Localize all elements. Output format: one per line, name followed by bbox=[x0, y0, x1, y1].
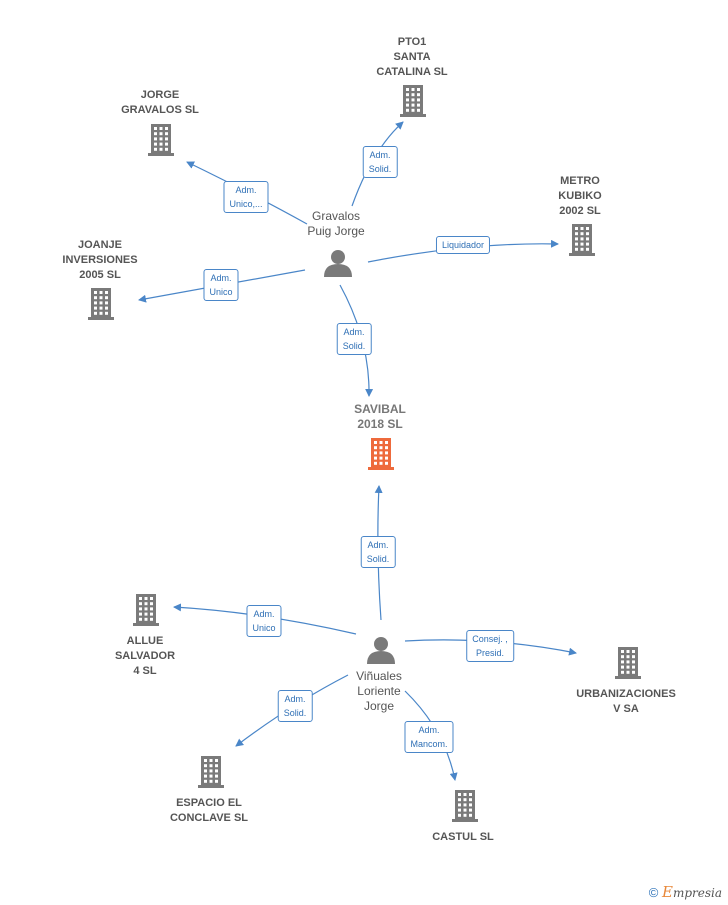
building-icon-pto1[interactable] bbox=[400, 85, 426, 117]
edge-label-castul[interactable]: Adm. Mancom. bbox=[404, 721, 454, 753]
edge-label-joanje[interactable]: Adm. Unico bbox=[203, 269, 239, 301]
footer-brand[interactable]: © Empresia bbox=[649, 883, 722, 901]
building-icon-allue[interactable] bbox=[133, 594, 159, 626]
edge-label-espacio[interactable]: Adm. Solid. bbox=[277, 690, 313, 722]
person-icon-vinuales_person[interactable] bbox=[367, 637, 395, 664]
node-label-metro_kubiko[interactable]: METRO KUBIKO 2002 SL bbox=[558, 175, 602, 217]
person-icon-gravalos_person[interactable] bbox=[324, 250, 352, 277]
brand-logo: Empresia bbox=[661, 883, 722, 901]
building-icon-urbanizaciones[interactable] bbox=[615, 647, 641, 679]
node-label-allue[interactable]: ALLUE SALVADOR 4 SL bbox=[114, 635, 176, 677]
edge-label-urbanizaciones[interactable]: Consej. , Presid. bbox=[466, 630, 514, 662]
building-icon-jorge_gravalos[interactable] bbox=[148, 124, 174, 156]
copyright-symbol: © bbox=[648, 885, 659, 900]
building-icon-castul[interactable] bbox=[452, 790, 478, 822]
building-icon-joanje[interactable] bbox=[88, 288, 114, 320]
building-icon-espacio[interactable] bbox=[198, 756, 224, 788]
building-icon-savibal[interactable] bbox=[368, 438, 394, 470]
building-icon-metro_kubiko[interactable] bbox=[569, 224, 595, 256]
node-label-vinuales_person[interactable]: Viñuales Loriente Jorge bbox=[356, 669, 402, 713]
node-label-pto1[interactable]: PTO1 SANTA CATALINA SL bbox=[376, 36, 448, 78]
edge-label-pto1[interactable]: Adm. Solid. bbox=[362, 146, 398, 178]
edge-label-savibal[interactable]: Adm. Solid. bbox=[336, 323, 372, 355]
edge-label-metro_kubiko[interactable]: Liquidador bbox=[435, 236, 491, 254]
node-label-castul[interactable]: CASTUL SL bbox=[432, 831, 494, 843]
edge-label-jorge_gravalos[interactable]: Adm. Unico,... bbox=[223, 181, 269, 213]
node-label-jorge_gravalos[interactable]: JORGE GRAVALOS SL bbox=[121, 89, 199, 116]
node-label-gravalos_person[interactable]: Gravalos Puig Jorge bbox=[307, 209, 365, 238]
node-label-savibal[interactable]: SAVIBAL 2018 SL bbox=[354, 402, 406, 431]
edge-label-savibal[interactable]: Adm. Solid. bbox=[360, 536, 396, 568]
edge-label-allue[interactable]: Adm. Unico bbox=[246, 605, 282, 637]
node-label-urbanizaciones[interactable]: URBANIZACIONES V SA bbox=[576, 688, 676, 715]
node-label-joanje[interactable]: JOANJE INVERSIONES 2005 SL bbox=[62, 239, 138, 281]
node-label-espacio[interactable]: ESPACIO EL CONCLAVE SL bbox=[169, 797, 249, 824]
